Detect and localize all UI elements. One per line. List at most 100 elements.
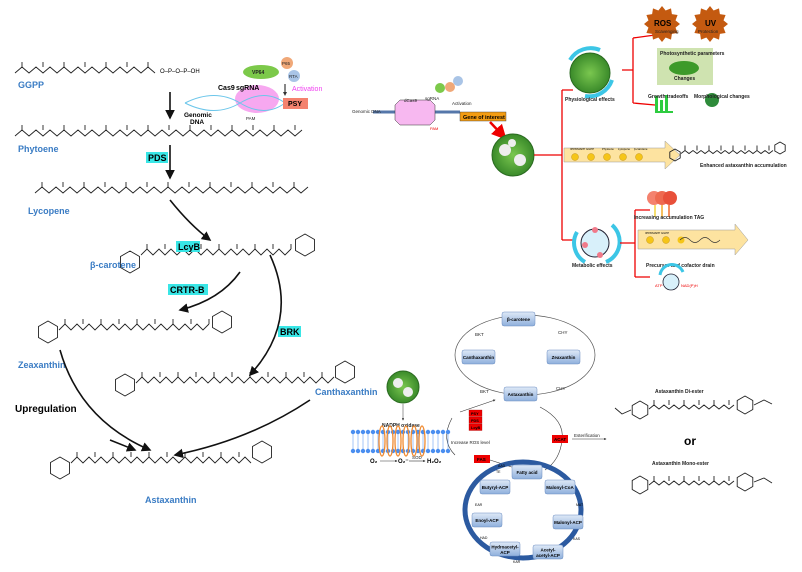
ring xyxy=(774,141,786,155)
lycopene-structure xyxy=(34,186,309,194)
edge-chy-1: CHY xyxy=(558,330,568,335)
ros-badge xyxy=(644,6,680,42)
acat-box xyxy=(552,435,568,443)
ring xyxy=(50,456,70,480)
uv-sub-label: Protection xyxy=(698,29,719,34)
enzyme-box-lcyb xyxy=(176,241,200,252)
fa-node xyxy=(479,479,511,495)
growth-tradeoffs-icon xyxy=(655,95,673,113)
cell-membrane xyxy=(350,425,451,457)
fa-edge-label: AAD xyxy=(498,464,506,468)
cycle-node-beta-carotene xyxy=(501,311,536,327)
canthaxanthin-structure xyxy=(135,376,335,384)
astaxanthin-small-structure xyxy=(680,149,774,155)
fa-node xyxy=(471,512,503,528)
photosynthetic-label: Photosynthetic parameters xyxy=(660,51,725,57)
lipid-head xyxy=(435,448,441,454)
fa-node-label: Malonyl-CoA xyxy=(546,485,574,490)
fa-node xyxy=(532,544,564,560)
sgrna-label: sgRNA xyxy=(236,85,259,92)
genomic-label: Genomic xyxy=(184,112,212,119)
ring xyxy=(115,373,135,397)
vp64-label: VP64 xyxy=(252,70,264,76)
activation-label-small: Activation xyxy=(452,101,472,106)
edge-chy-2: CHY xyxy=(556,386,566,391)
cycle-node-astaxanthin-label: Astaxanthin xyxy=(508,392,534,397)
lipid-head xyxy=(365,448,371,454)
ring xyxy=(669,148,681,162)
crispr-activation-inset: VP64 P65 RTA Activation Cas9 sgRNA PSY G… xyxy=(184,57,322,126)
lipid-head xyxy=(355,429,361,435)
morphological-label: Morphological changes xyxy=(694,94,750,100)
ring xyxy=(295,233,315,257)
cycle-node-astaxanthin xyxy=(503,386,538,402)
fa-edge-label: TE xyxy=(496,470,501,474)
ring xyxy=(631,475,649,495)
ring xyxy=(252,440,272,464)
phytoene-structure xyxy=(14,129,303,137)
ester-group xyxy=(753,399,773,406)
ring xyxy=(736,472,754,492)
step-label: Lycopene xyxy=(618,147,630,151)
effects-panel: Genomic DNA dCas9 sgRNA Activation PAM G… xyxy=(352,6,787,291)
nadph-oxidase-helix xyxy=(402,425,410,457)
photosynthetic-sub-label: Changes xyxy=(674,76,695,82)
nadph-oxidase-label: NADPH oxidase xyxy=(382,423,420,429)
enzyme-crtrb: CRTR-B xyxy=(170,285,205,295)
enhanced-accumulation-label: Enhanced astaxanthin accumulation xyxy=(700,163,787,169)
red-enzyme-box xyxy=(468,409,483,417)
cofactor-icon xyxy=(662,273,680,291)
lipid-head xyxy=(440,429,446,435)
esterification-label: Esterification xyxy=(574,433,600,438)
step-dot xyxy=(662,236,670,244)
cas9-label: Cas9 xyxy=(218,85,235,92)
physiological-effects-label: Physiological effects xyxy=(565,97,615,103)
gene-of-interest: Gene of interest xyxy=(463,115,505,121)
enzyme-brk: BRK xyxy=(280,327,300,337)
step-dot xyxy=(603,153,611,161)
fas-label: FAS xyxy=(477,457,486,462)
lipid-head xyxy=(445,448,451,454)
psy-label: PSY xyxy=(288,101,302,108)
edge-bkt-2: BKT xyxy=(480,389,489,394)
cell-icon-small xyxy=(386,370,420,404)
lipid-head xyxy=(370,429,376,435)
cycle-node-zeaxanthin-label: Zeaxanthin xyxy=(552,355,576,360)
ring xyxy=(120,250,140,274)
upregulation-label: Upregulation xyxy=(15,404,77,415)
pam-label-small: PAM xyxy=(430,126,438,131)
or-label: or xyxy=(684,434,696,448)
step-dot xyxy=(571,153,579,161)
uv-label: UV xyxy=(705,19,717,28)
genomic-dna-label: Genomic DNA xyxy=(352,109,381,114)
enzyme-pds: PDS xyxy=(148,153,167,163)
lipid-head xyxy=(445,429,451,435)
fa-edge-label: KAS xyxy=(573,537,581,541)
ring xyxy=(38,320,58,344)
o2-radical-label: O₂⁻ xyxy=(398,459,409,465)
label-zeaxanthin: Zeaxanthin xyxy=(18,360,66,370)
cycle-node-beta-carotene-label: β-carotene xyxy=(507,317,531,322)
ros-sub-label: Scavenging xyxy=(655,29,679,34)
drain-arrow xyxy=(637,223,749,256)
ring xyxy=(212,310,232,334)
pathway-arrows xyxy=(59,92,311,459)
lipid-head xyxy=(440,448,446,454)
zeaxanthin-structure xyxy=(58,323,210,331)
cycle-node-zeaxanthin xyxy=(546,349,581,365)
lipid-head xyxy=(395,429,401,435)
dcas9-label: dCas9 xyxy=(404,98,418,103)
label-phytoene: Phytoene xyxy=(18,144,59,154)
step-dot xyxy=(635,153,643,161)
fa-node-label: Malonyl-ACP xyxy=(554,520,582,525)
fa-node-label: Fatty acid xyxy=(516,470,537,475)
nadph-oxidase-helix xyxy=(394,425,402,457)
sod-label: SOD xyxy=(412,455,423,460)
nadph-oxidase-helix xyxy=(410,425,418,457)
red-enzyme-label: PSY xyxy=(471,412,479,416)
lipid-head xyxy=(350,448,356,454)
pam-label: PAM xyxy=(246,116,256,121)
diester-structure xyxy=(648,404,735,410)
